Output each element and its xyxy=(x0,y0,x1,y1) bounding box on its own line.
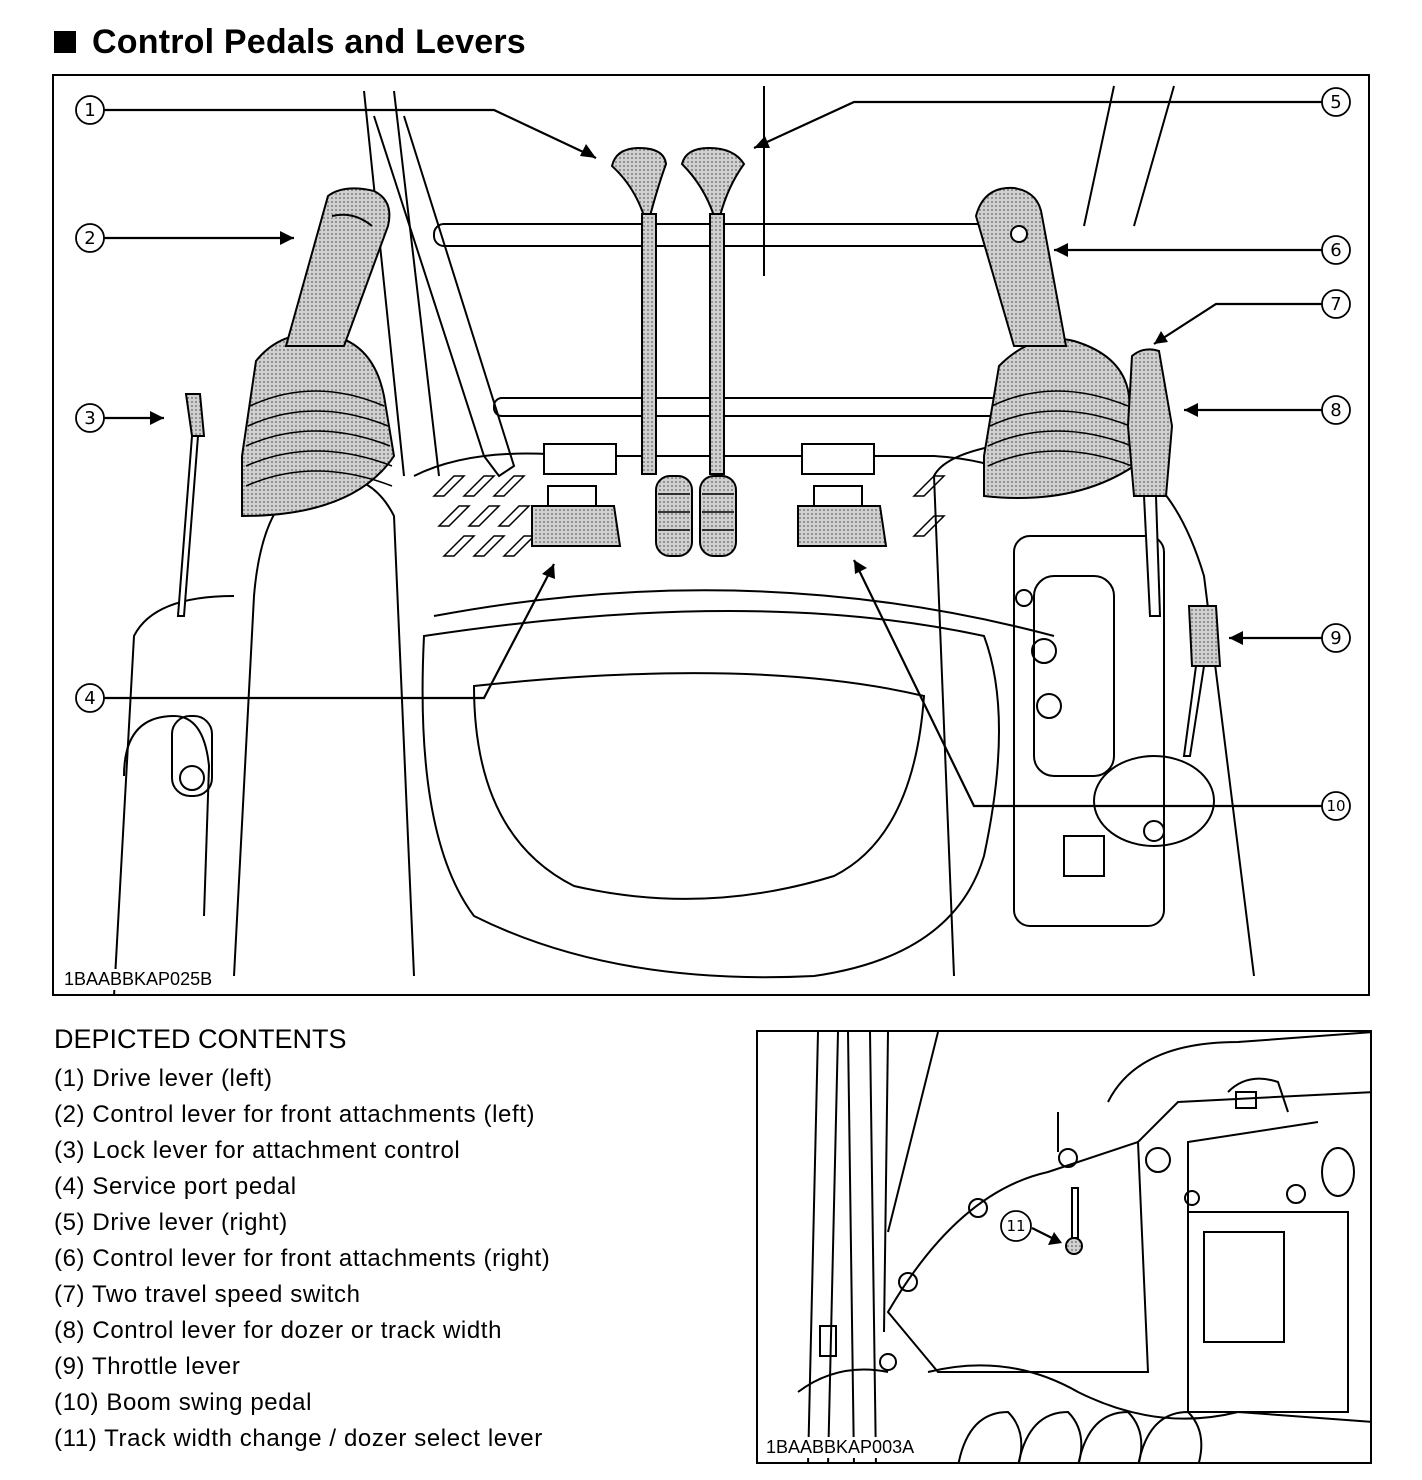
list-item: (2) Control lever for front attachments … xyxy=(54,1101,536,1128)
callout-3: 3 xyxy=(84,408,95,429)
callout-6: 6 xyxy=(1330,240,1341,261)
list-item: (11) Track width change / dozer select l… xyxy=(54,1425,543,1452)
callout-11: 11 xyxy=(1006,1217,1025,1235)
callout-5: 5 xyxy=(1330,92,1341,113)
page-title-text: Control Pedals and Levers xyxy=(92,22,526,61)
list-item: (10) Boom swing pedal xyxy=(54,1389,313,1416)
depicted-contents: DEPICTED CONTENTS (1) Drive lever (left)… xyxy=(54,1024,734,1457)
list-item: (1) Drive lever (left) xyxy=(54,1065,273,1092)
list-item: (3) Lock lever for attachment control xyxy=(54,1137,461,1164)
page-title: Control Pedals and Levers xyxy=(54,18,526,66)
operator-station-illustration: 1 2 3 4 5 6 7 8 9 10 xyxy=(75,85,1351,994)
list-item: (9) Throttle lever xyxy=(54,1353,241,1380)
inset-figure: 11 1BAABBKAP003A xyxy=(756,1030,1372,1464)
callout-4: 4 xyxy=(84,688,95,709)
contents-heading: DEPICTED CONTENTS xyxy=(54,1024,347,1054)
contents-list: (1) Drive lever (left) (2) Control lever… xyxy=(54,1061,734,1457)
figure-code: 1BAABBKAP003A xyxy=(764,1437,917,1458)
main-figure: 1 2 3 4 5 6 7 8 9 10 1BAABBKAP025B xyxy=(52,74,1370,996)
callout-8: 8 xyxy=(1330,400,1341,421)
square-bullet-icon xyxy=(54,31,76,53)
track-width-lever-illustration: 11 xyxy=(797,1032,1370,1462)
callout-1: 1 xyxy=(84,100,95,121)
callout-7: 7 xyxy=(1330,294,1341,315)
callout-10: 10 xyxy=(1326,797,1345,815)
list-item: (4) Service port pedal xyxy=(54,1173,297,1200)
list-item: (8) Control lever for dozer or track wid… xyxy=(54,1317,503,1344)
callout-2: 2 xyxy=(84,228,95,249)
callout-9: 9 xyxy=(1330,628,1341,649)
figure-code: 1BAABBKAP025B xyxy=(62,969,215,990)
list-item: (5) Drive lever (right) xyxy=(54,1209,288,1236)
list-item: (6) Control lever for front attachments … xyxy=(54,1245,551,1272)
list-item: (7) Two travel speed switch xyxy=(54,1281,361,1308)
